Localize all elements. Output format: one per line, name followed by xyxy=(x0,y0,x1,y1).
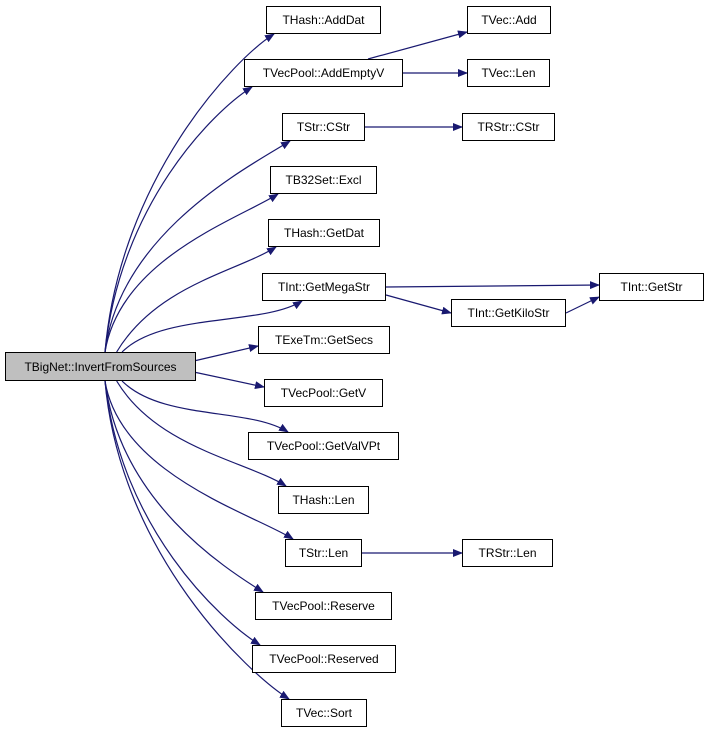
edge-root-to-vp-getv xyxy=(195,371,265,390)
edge-root-to-vec-sort xyxy=(104,380,290,700)
node-hash-adddat[interactable]: THash::AddDat xyxy=(266,6,381,34)
edge-root-to-str-cstr xyxy=(104,140,291,353)
node-int-getstr[interactable]: TInt::GetStr xyxy=(599,273,704,301)
edge-root-to-str-len xyxy=(104,380,294,540)
node-vp-addemptyv[interactable]: TVecPool::AddEmptyV xyxy=(244,59,403,87)
node-int-getkilostr[interactable]: TInt::GetKiloStr xyxy=(451,299,566,327)
node-vp-getvalvpt[interactable]: TVecPool::GetValVPt xyxy=(248,432,399,460)
node-rstr-len[interactable]: TRStr::Len xyxy=(462,539,553,567)
edge-root-to-hash-len xyxy=(116,380,287,487)
edge-vp-addemptyv-to-vec-add xyxy=(367,30,468,60)
node-vec-sort[interactable]: TVec::Sort xyxy=(281,699,367,727)
node-vp-reserved[interactable]: TVecPool::Reserved xyxy=(252,645,396,673)
edge-int-getmegastr-to-int-getkilostr xyxy=(385,294,452,315)
node-hash-len[interactable]: THash::Len xyxy=(278,486,369,514)
node-hash-getdat[interactable]: THash::GetDat xyxy=(268,219,380,247)
node-exetm-getsecs[interactable]: TExeTm::GetSecs xyxy=(258,326,390,354)
edge-root-to-b32-excl xyxy=(104,193,279,353)
node-vp-getv[interactable]: TVecPool::GetV xyxy=(264,379,383,407)
node-rstr-cstr[interactable]: TRStr::CStr xyxy=(462,113,555,141)
node-str-cstr[interactable]: TStr::CStr xyxy=(282,113,365,141)
node-b32-excl[interactable]: TB32Set::Excl xyxy=(270,166,377,194)
edge-root-to-int-getmegastr xyxy=(121,300,303,353)
edge-int-getmegastr-to-int-getstr xyxy=(385,281,600,290)
node-vp-reserve[interactable]: TVecPool::Reserve xyxy=(255,592,392,620)
node-vec-add[interactable]: TVec::Add xyxy=(467,6,551,34)
edge-int-getkilostr-to-int-getstr xyxy=(565,296,600,314)
edge-root-to-vp-reserved xyxy=(104,380,261,646)
edge-root-to-hash-getdat xyxy=(116,246,277,353)
edge-root-to-vp-addemptyv xyxy=(104,86,253,353)
edge-root-to-vp-getvalvpt xyxy=(121,380,289,433)
edge-root-to-vp-reserve xyxy=(104,380,264,593)
node-int-getmegastr[interactable]: TInt::GetMegaStr xyxy=(262,273,386,301)
node-vec-len[interactable]: TVec::Len xyxy=(467,59,550,87)
node-str-len[interactable]: TStr::Len xyxy=(285,539,362,567)
root-node: TBigNet::InvertFromSources xyxy=(5,352,196,381)
edge-root-to-hash-adddat xyxy=(104,33,275,353)
edge-root-to-exetm-getsecs xyxy=(195,344,259,362)
